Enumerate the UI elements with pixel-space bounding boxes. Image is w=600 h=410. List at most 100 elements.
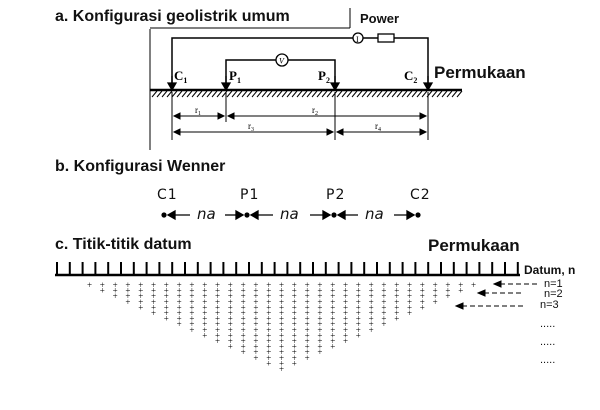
datum-point: + xyxy=(100,280,105,290)
datum-point: + xyxy=(292,319,297,329)
surface-label-c: Permukaan xyxy=(428,236,520,255)
electrode-c1: C1 xyxy=(157,187,178,203)
datum-point: + xyxy=(279,325,284,335)
datum-point: + xyxy=(305,325,310,335)
datum-point: + xyxy=(420,291,425,301)
electrode-arrows xyxy=(166,76,434,92)
datum-point: + xyxy=(113,286,118,296)
datum-point: + xyxy=(164,308,169,318)
datum-point: + xyxy=(343,319,348,329)
datum-point: + xyxy=(356,297,361,307)
datum-point: + xyxy=(305,280,310,290)
datum-point: + xyxy=(317,302,322,312)
datum-point: + xyxy=(369,291,374,301)
datum-point: + xyxy=(177,297,182,307)
datum-point: + xyxy=(100,286,105,296)
datum-point: + xyxy=(317,336,322,346)
datum-point: + xyxy=(189,308,194,318)
datum-point: + xyxy=(292,336,297,346)
datum-point: + xyxy=(266,308,271,318)
datum-point: + xyxy=(253,353,258,363)
datum-point: + xyxy=(215,302,220,312)
datum-point: + xyxy=(292,358,297,368)
datum-point: + xyxy=(215,325,220,335)
datum-point: + xyxy=(317,319,322,329)
datum-point: + xyxy=(189,291,194,301)
datum-point: + xyxy=(177,319,182,329)
datum-point: + xyxy=(279,297,284,307)
datum-point: + xyxy=(356,291,361,301)
datum-point: + xyxy=(189,325,194,335)
wenner-array xyxy=(161,209,421,221)
datum-point: + xyxy=(241,314,246,324)
datum-point: + xyxy=(279,291,284,301)
dimension-arrows xyxy=(172,112,428,136)
datum-point: + xyxy=(215,330,220,340)
datum-point: + xyxy=(305,308,310,318)
datum-point: + xyxy=(253,347,258,357)
datum-point: + xyxy=(215,297,220,307)
distance-r4-label: r4 xyxy=(375,121,381,133)
datum-point: + xyxy=(330,330,335,340)
electrode-c1-label: C1 xyxy=(174,68,187,85)
datum-point: + xyxy=(253,308,258,318)
electrode-dot-c2 xyxy=(415,212,421,218)
datum-point: + xyxy=(407,302,412,312)
datum-point: + xyxy=(343,286,348,296)
datum-point: + xyxy=(330,286,335,296)
voltmeter-icon xyxy=(275,53,289,67)
datum-point: + xyxy=(305,291,310,301)
datum-point: + xyxy=(356,319,361,329)
datum-point: + xyxy=(305,297,310,307)
datum-point: + xyxy=(292,280,297,290)
datum-point: + xyxy=(356,286,361,296)
datum-point: + xyxy=(305,353,310,363)
datum-point: + xyxy=(241,325,246,335)
datum-point: + xyxy=(292,297,297,307)
datum-point: + xyxy=(253,342,258,352)
datum-point: + xyxy=(266,353,271,363)
current-circuit-wire xyxy=(171,37,429,88)
datum-point: + xyxy=(202,280,207,290)
level-arrows xyxy=(454,280,540,310)
datum-point: + xyxy=(266,342,271,352)
spacing-label-3: na xyxy=(365,205,384,223)
datum-point: + xyxy=(253,336,258,346)
datum-point: + xyxy=(330,297,335,307)
level-label-dots-3: ..... xyxy=(540,354,556,366)
datum-point: + xyxy=(266,302,271,312)
datum-point: + xyxy=(317,330,322,340)
datum-point: + xyxy=(215,291,220,301)
datum-point: + xyxy=(241,336,246,346)
datum-point: + xyxy=(381,280,386,290)
datum-point: + xyxy=(381,319,386,329)
level-label-dots-2: ..... xyxy=(540,336,556,348)
datum-point: + xyxy=(266,347,271,357)
datum-point: + xyxy=(407,297,412,307)
datum-point: + xyxy=(343,325,348,335)
datum-point: + xyxy=(202,330,207,340)
datum-point: + xyxy=(369,308,374,318)
datum-point: + xyxy=(356,330,361,340)
datum-point: + xyxy=(202,286,207,296)
datum-point: + xyxy=(241,297,246,307)
datum-point: + xyxy=(381,302,386,312)
datum-point: + xyxy=(369,325,374,335)
datum-point: + xyxy=(138,302,143,312)
electrode-dot-c1 xyxy=(161,212,167,218)
datum-point: + xyxy=(292,291,297,301)
datum-point: + xyxy=(253,325,258,335)
datum-point: + xyxy=(164,297,169,307)
datum-point: + xyxy=(343,302,348,312)
datum-point: + xyxy=(125,280,130,290)
ammeter-icon xyxy=(352,32,364,44)
datum-point: + xyxy=(394,280,399,290)
datum-point: + xyxy=(241,342,246,352)
datum-point: + xyxy=(420,280,425,290)
datum-point: + xyxy=(292,330,297,340)
datum-point: + xyxy=(317,342,322,352)
datum-point: + xyxy=(138,297,143,307)
datum-point: + xyxy=(330,280,335,290)
datum-point: + xyxy=(394,291,399,301)
